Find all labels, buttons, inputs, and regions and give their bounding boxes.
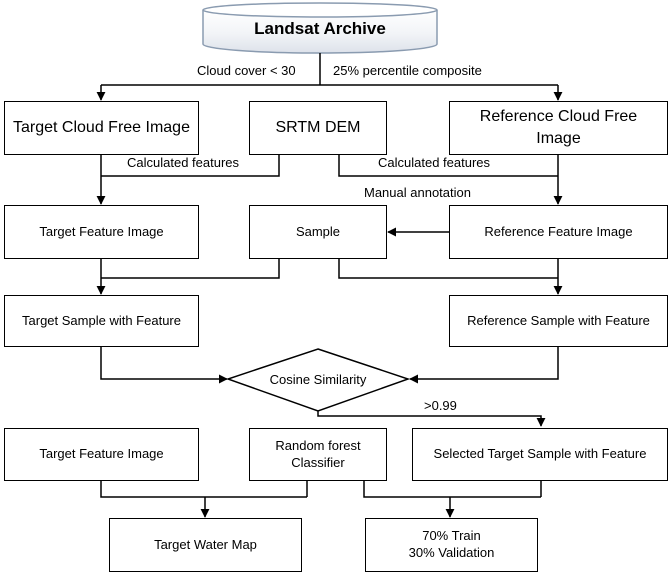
node-target-sample-with-feature: Target Sample with Feature (4, 295, 199, 347)
connector-feature-to-map (100, 481, 307, 498)
node-reference-cloud-free-image: Reference Cloud Free Image (449, 101, 668, 155)
node-target-feature-image: Target Feature Image (4, 205, 199, 259)
node-selected-target-sample: Selected Target Sample with Feature (412, 428, 668, 481)
node-target-water-map: Target Water Map (109, 518, 302, 572)
node-random-forest-classifier: Random forest Classifier (249, 428, 387, 481)
connector-sample-left (101, 259, 280, 279)
connector-srtm-left (101, 155, 280, 177)
label-calculated-left: Calculated features (127, 155, 240, 170)
arrow-cosine-to-selected (317, 411, 546, 427)
node-sample: Sample (249, 205, 387, 259)
label-cloud-cover: Cloud cover < 30 (197, 63, 296, 78)
node-srtm-dem: SRTM DEM (249, 101, 387, 155)
label-percentile: 25% percentile composite (333, 63, 482, 78)
connector-classifier-right (363, 481, 541, 498)
node-train-validation: 70% Train 30% Validation (365, 518, 538, 572)
node-target-cloud-free-image: Target Cloud Free Image (4, 101, 199, 155)
node-target-feature-image-2: Target Feature Image (4, 428, 199, 481)
node-reference-sample-with-feature: Reference Sample with Feature (449, 295, 668, 347)
label-threshold: >0.99 (424, 398, 457, 413)
arrow-target-to-cosine (100, 347, 228, 384)
node-reference-feature-image: Reference Feature Image (449, 205, 668, 259)
connector-sample-right (338, 259, 558, 279)
connector-srtm-right (338, 155, 558, 177)
database-body (202, 10, 438, 54)
archive-label: Landsat Archive (254, 19, 386, 38)
database-top (202, 2, 438, 18)
label-manual-annotation: Manual annotation (364, 185, 471, 200)
arrow-reference-to-cosine (409, 347, 559, 384)
label-calculated-right: Calculated features (378, 155, 491, 170)
database-cylinder (202, 2, 438, 54)
decision-cosine-similarity: Cosine Similarity (269, 371, 367, 387)
